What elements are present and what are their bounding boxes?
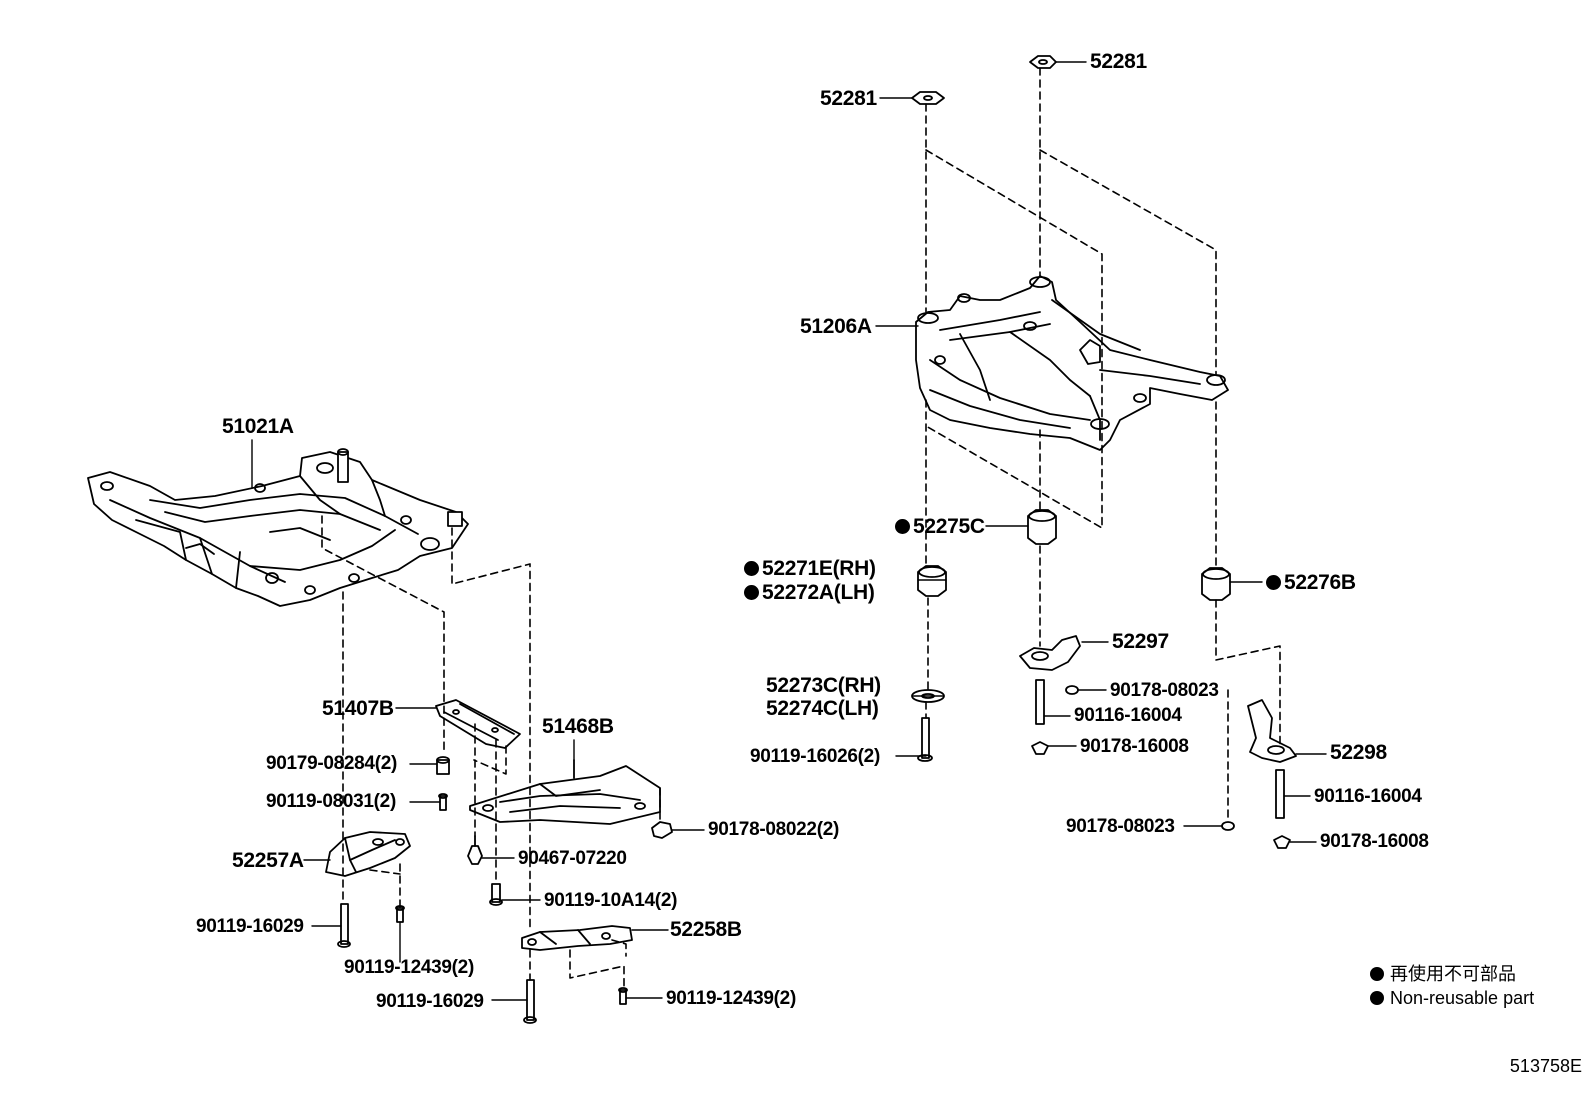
label-52298: 52298 bbox=[1330, 741, 1387, 764]
label-52274c: 52274C(LH) bbox=[766, 697, 879, 720]
bracket-52257a-drawing bbox=[325, 831, 411, 877]
label-52297: 52297 bbox=[1112, 630, 1169, 653]
label-90178-08023-a: 90178-08023 bbox=[1110, 680, 1219, 701]
front-crossmember-drawing bbox=[87, 448, 469, 607]
rear-crossmember-drawing bbox=[915, 275, 1229, 451]
label-90116-16004-b: 90116-16004 bbox=[1314, 786, 1422, 807]
label-90178-16008-b: 90178-16008 bbox=[1320, 831, 1429, 852]
label-52258b: 52258B bbox=[670, 918, 742, 941]
label-90116-16004-a: 90116-16004 bbox=[1074, 705, 1182, 726]
bracket-52258b-drawing bbox=[521, 925, 633, 951]
label-52272a: 52272A(LH) bbox=[744, 582, 875, 604]
figure-id: 513758E bbox=[1509, 1056, 1582, 1076]
label-52257a: 52257A bbox=[232, 849, 304, 872]
legend: 再使用不可部品 Non-reusable part bbox=[1370, 962, 1534, 1010]
label-52271e: 52271E(RH) bbox=[744, 558, 876, 580]
legend-dot-icon bbox=[1370, 967, 1384, 981]
label-90119-16026: 90119-16026(2) bbox=[750, 746, 880, 767]
label-90178-16008-a: 90178-16008 bbox=[1080, 736, 1189, 757]
legend-row-jp: 再使用不可部品 bbox=[1370, 962, 1534, 986]
label-52281-right: 52281 bbox=[1090, 50, 1147, 73]
non-reusable-dot bbox=[744, 585, 759, 600]
label-90467-07220: 90467-07220 bbox=[518, 848, 627, 869]
brace-51468b-drawing bbox=[469, 759, 661, 825]
label-90178-08023-b: 90178-08023 bbox=[1066, 816, 1175, 837]
non-reusable-dot bbox=[895, 519, 910, 534]
label-90119-12439-b: 90119-12439(2) bbox=[666, 988, 796, 1009]
label-90119-16029-a: 90119-16029 bbox=[196, 916, 304, 937]
label-90178-08022: 90178-08022(2) bbox=[708, 819, 840, 840]
non-reusable-dot bbox=[1266, 575, 1281, 590]
legend-row-en: Non-reusable part bbox=[1370, 986, 1534, 1010]
non-reusable-dot bbox=[744, 561, 759, 576]
label-90119-12439-a: 90119-12439(2) bbox=[344, 957, 474, 978]
label-52281-left: 52281 bbox=[820, 87, 877, 110]
label-52273c: 52273C(RH) bbox=[766, 674, 881, 697]
legend-text-jp: 再使用不可部品 bbox=[1390, 964, 1516, 984]
label-90119-08031: 90119-08031(2) bbox=[266, 791, 396, 812]
alignment-lines bbox=[321, 67, 1281, 991]
brace-51407b-drawing bbox=[435, 699, 521, 749]
label-51468b: 51468B bbox=[542, 715, 614, 738]
label-51021a: 51021A bbox=[222, 415, 294, 438]
leader-lines bbox=[251, 61, 1327, 1001]
label-90119-10a14: 90119-10A14(2) bbox=[544, 890, 678, 911]
bracket-52297-drawing bbox=[1019, 635, 1081, 671]
legend-dot-icon bbox=[1370, 991, 1384, 1005]
label-90179-08284: 90179-08284(2) bbox=[266, 753, 398, 774]
label-52276b: 52276B bbox=[1266, 572, 1356, 594]
legend-text-en: Non-reusable part bbox=[1390, 988, 1535, 1008]
label-90119-16029-b: 90119-16029 bbox=[376, 991, 484, 1012]
bracket-52298-drawing bbox=[1247, 699, 1297, 763]
label-51206a: 51206A bbox=[800, 315, 872, 338]
bushings-drawing bbox=[911, 509, 1231, 703]
label-52275c: 52275C bbox=[895, 516, 985, 538]
label-51407b: 51407B bbox=[322, 697, 394, 720]
upper-stoppers-drawing bbox=[911, 55, 1057, 105]
